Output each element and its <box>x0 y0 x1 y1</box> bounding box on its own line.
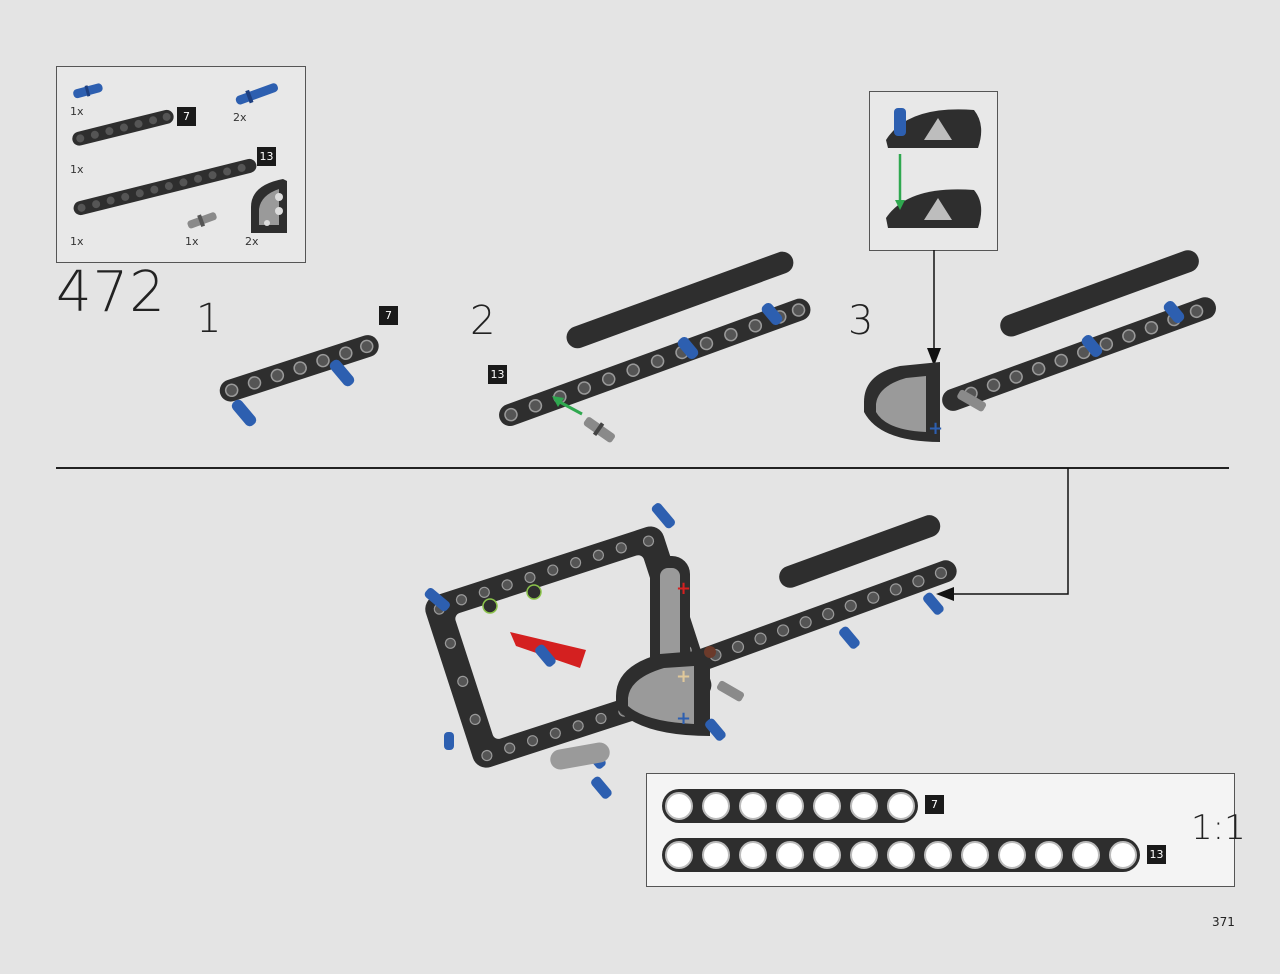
beam-length-badge: 7 <box>177 107 196 126</box>
callout-box <box>869 91 998 251</box>
svg-text:+: + <box>928 418 943 439</box>
beam-7-icon <box>72 109 174 146</box>
part-qty: 1x <box>70 105 84 118</box>
substep-3-illustration: + <box>864 250 1216 442</box>
red-highlight <box>510 632 586 668</box>
parts-list-box: 1x 2x 7 1x 13 1x 1x 2x <box>56 66 306 263</box>
scale-beam-7 <box>662 789 918 823</box>
substep-number: 2 <box>470 298 496 344</box>
quarter-round-frame-icon <box>251 179 287 233</box>
blue-pin-icon <box>73 83 103 99</box>
blue-long-pin-icon <box>235 83 278 105</box>
part-qty: 1x <box>70 163 84 176</box>
part-qty: 1x <box>70 235 84 248</box>
beam-length-badge: 13 <box>488 365 507 384</box>
beam-length-badge: 13 <box>1147 845 1166 864</box>
callout-arrow <box>927 250 941 366</box>
part-qty: 1x <box>185 235 199 248</box>
part-qty: 2x <box>233 111 247 124</box>
page-number: 371 <box>1212 915 1235 929</box>
substep-number: 1 <box>196 296 222 342</box>
step-number: 472 <box>56 260 166 325</box>
substep-number: 3 <box>848 298 874 344</box>
svg-text:+: + <box>676 666 691 687</box>
svg-text:+: + <box>676 708 691 729</box>
section-divider <box>56 467 1229 469</box>
assembly-arrow <box>936 468 1069 601</box>
svg-text:+: + <box>676 578 691 599</box>
substep-2-illustration <box>499 251 811 443</box>
scale-label: 1:1 <box>1191 808 1246 848</box>
part-qty: 2x <box>245 235 259 248</box>
beam-length-badge: 7 <box>925 795 944 814</box>
callout-illustration <box>886 108 982 228</box>
scale-reference-box: 7 13 1:1 <box>646 773 1246 887</box>
grey-axle-pin-icon <box>187 212 217 229</box>
substep-1-illustration <box>219 335 379 427</box>
beam-length-badge: 13 <box>257 147 276 166</box>
beam-length-badge: 7 <box>379 306 398 325</box>
scale-beam-13 <box>662 838 1140 872</box>
beam-13-icon <box>73 158 257 216</box>
main-assembly-illustration: + + + <box>424 503 957 799</box>
